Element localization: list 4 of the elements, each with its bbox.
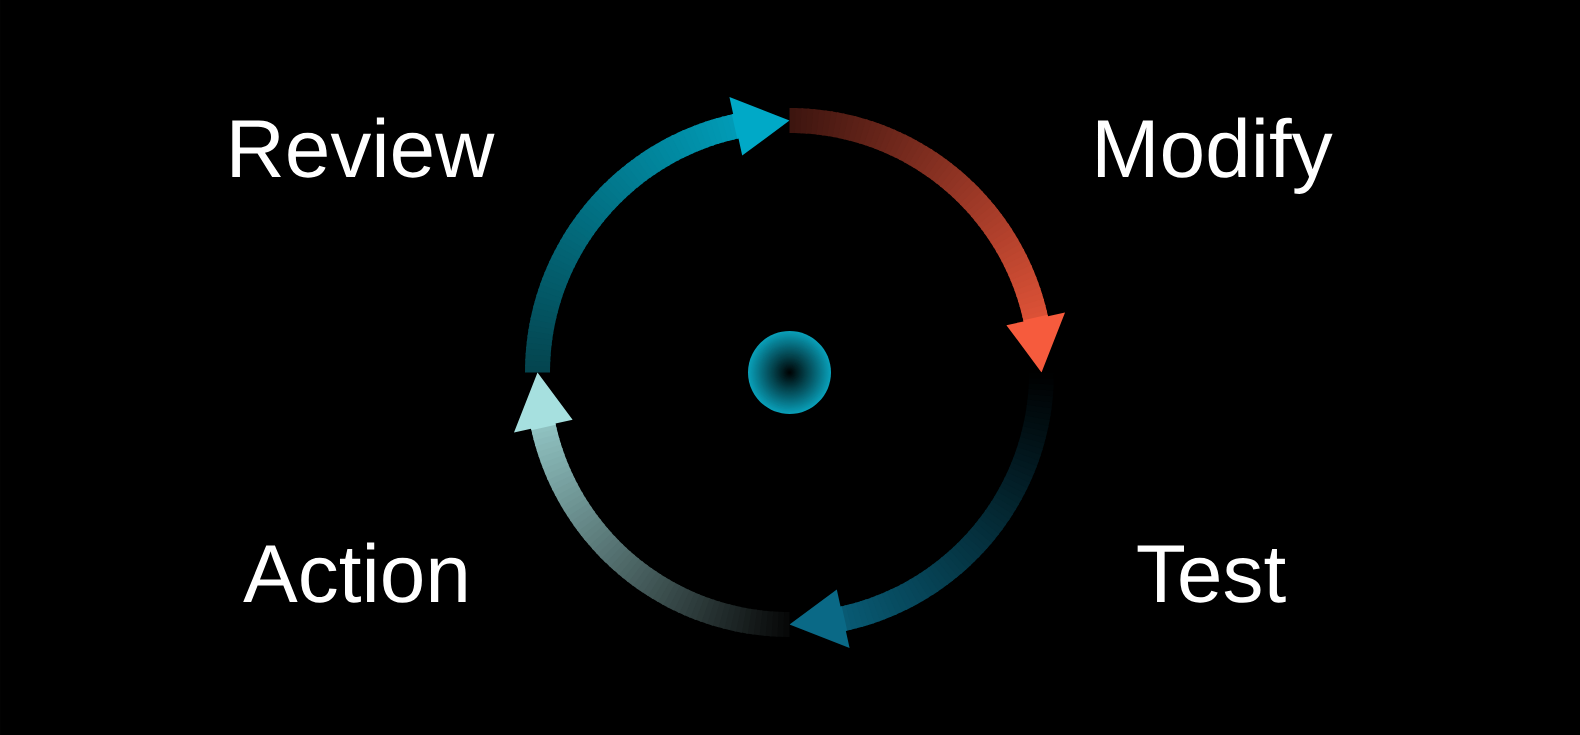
stage-label: Review xyxy=(232,117,495,178)
stage-label: Action xyxy=(243,542,466,603)
stage-label: Modify xyxy=(1098,117,1333,194)
stage-label: Test xyxy=(1137,545,1286,603)
